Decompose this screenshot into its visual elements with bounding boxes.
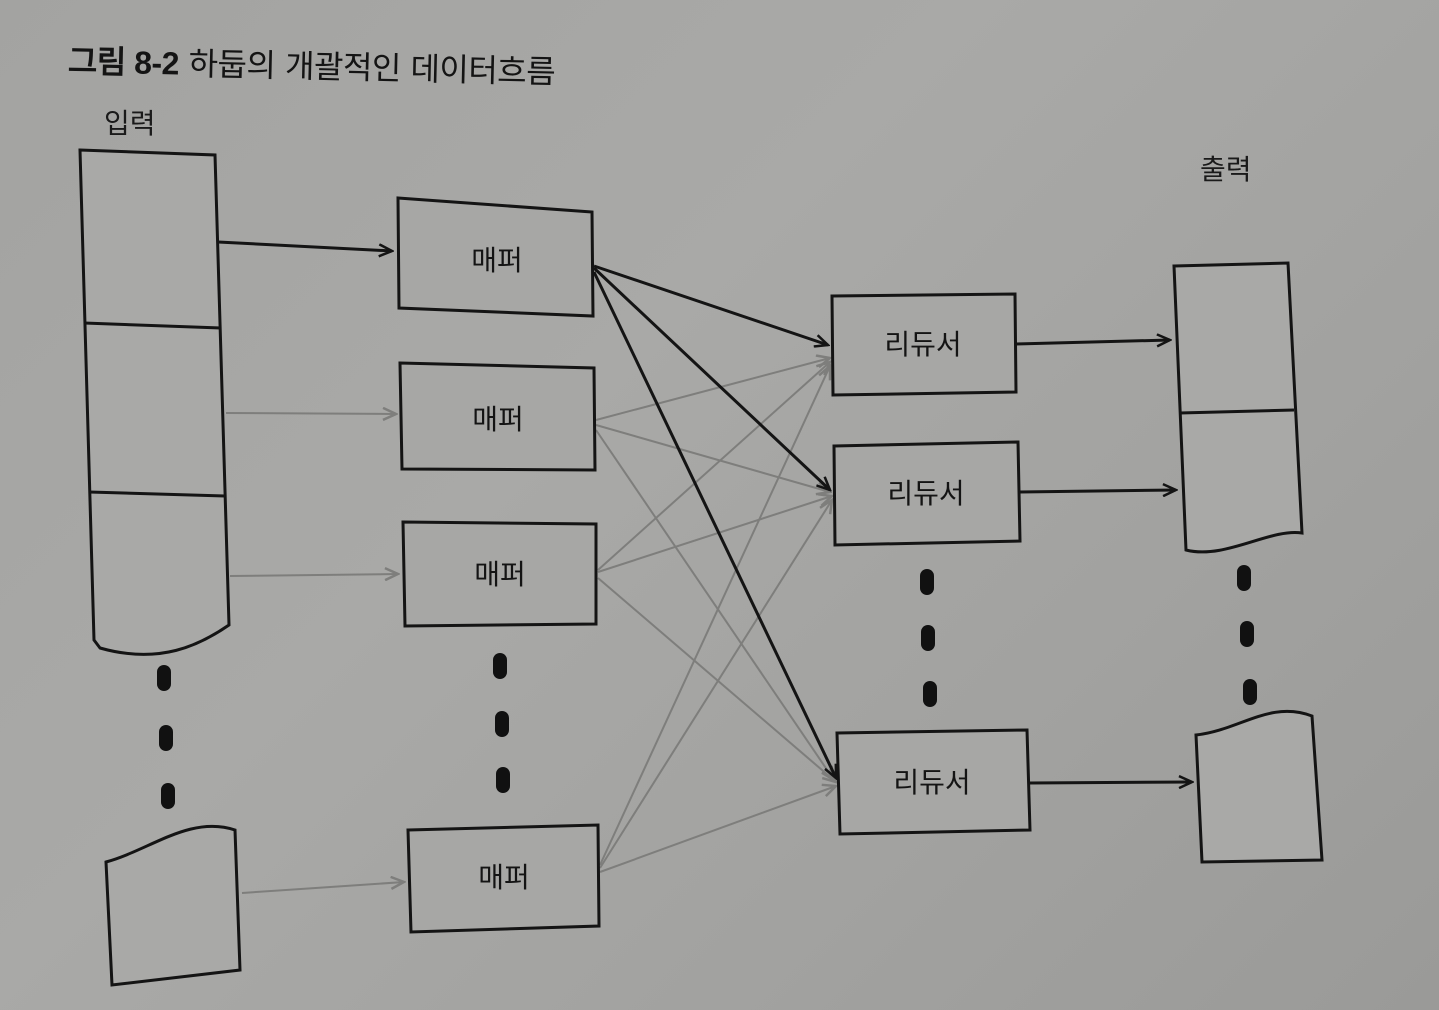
mapper-box: 매퍼	[401, 520, 598, 628]
input-ellipsis	[157, 665, 175, 809]
output-ellipsis	[1237, 565, 1257, 705]
output-part-divider	[1179, 408, 1295, 415]
reducer-box: 리듀서	[832, 440, 1022, 547]
reducer-ellipsis	[920, 569, 937, 707]
mapper-label: 매퍼	[472, 403, 524, 436]
input-split-divider	[88, 490, 226, 498]
reducer-label: 리듀서	[884, 328, 961, 361]
reducer-label: 리듀서	[887, 477, 964, 510]
mapper-label: 매퍼	[474, 558, 526, 591]
input-label: 입력	[104, 107, 156, 140]
mapper-ellipsis	[493, 653, 510, 793]
output-part-stack	[1172, 261, 1304, 554]
shuffle-arrows-faint	[225, 358, 836, 894]
input-split-last	[104, 824, 242, 987]
mapper-box: 매퍼	[396, 196, 595, 318]
reducer-box: 리듀서	[835, 728, 1032, 836]
mapper-box: 매퍼	[406, 823, 601, 934]
input-split-stack	[78, 148, 231, 656]
reducer-box: 리듀서	[830, 292, 1018, 397]
mapper-label: 매퍼	[478, 861, 530, 894]
output-label: 출력	[1200, 153, 1252, 186]
dataflow-arrows-dark	[217, 240, 1192, 783]
input-split-divider	[83, 321, 222, 330]
reducer-label: 리듀서	[893, 766, 970, 799]
mapper-label: 매퍼	[471, 244, 523, 277]
mapper-box: 매퍼	[398, 361, 597, 472]
output-part-last	[1194, 710, 1324, 864]
